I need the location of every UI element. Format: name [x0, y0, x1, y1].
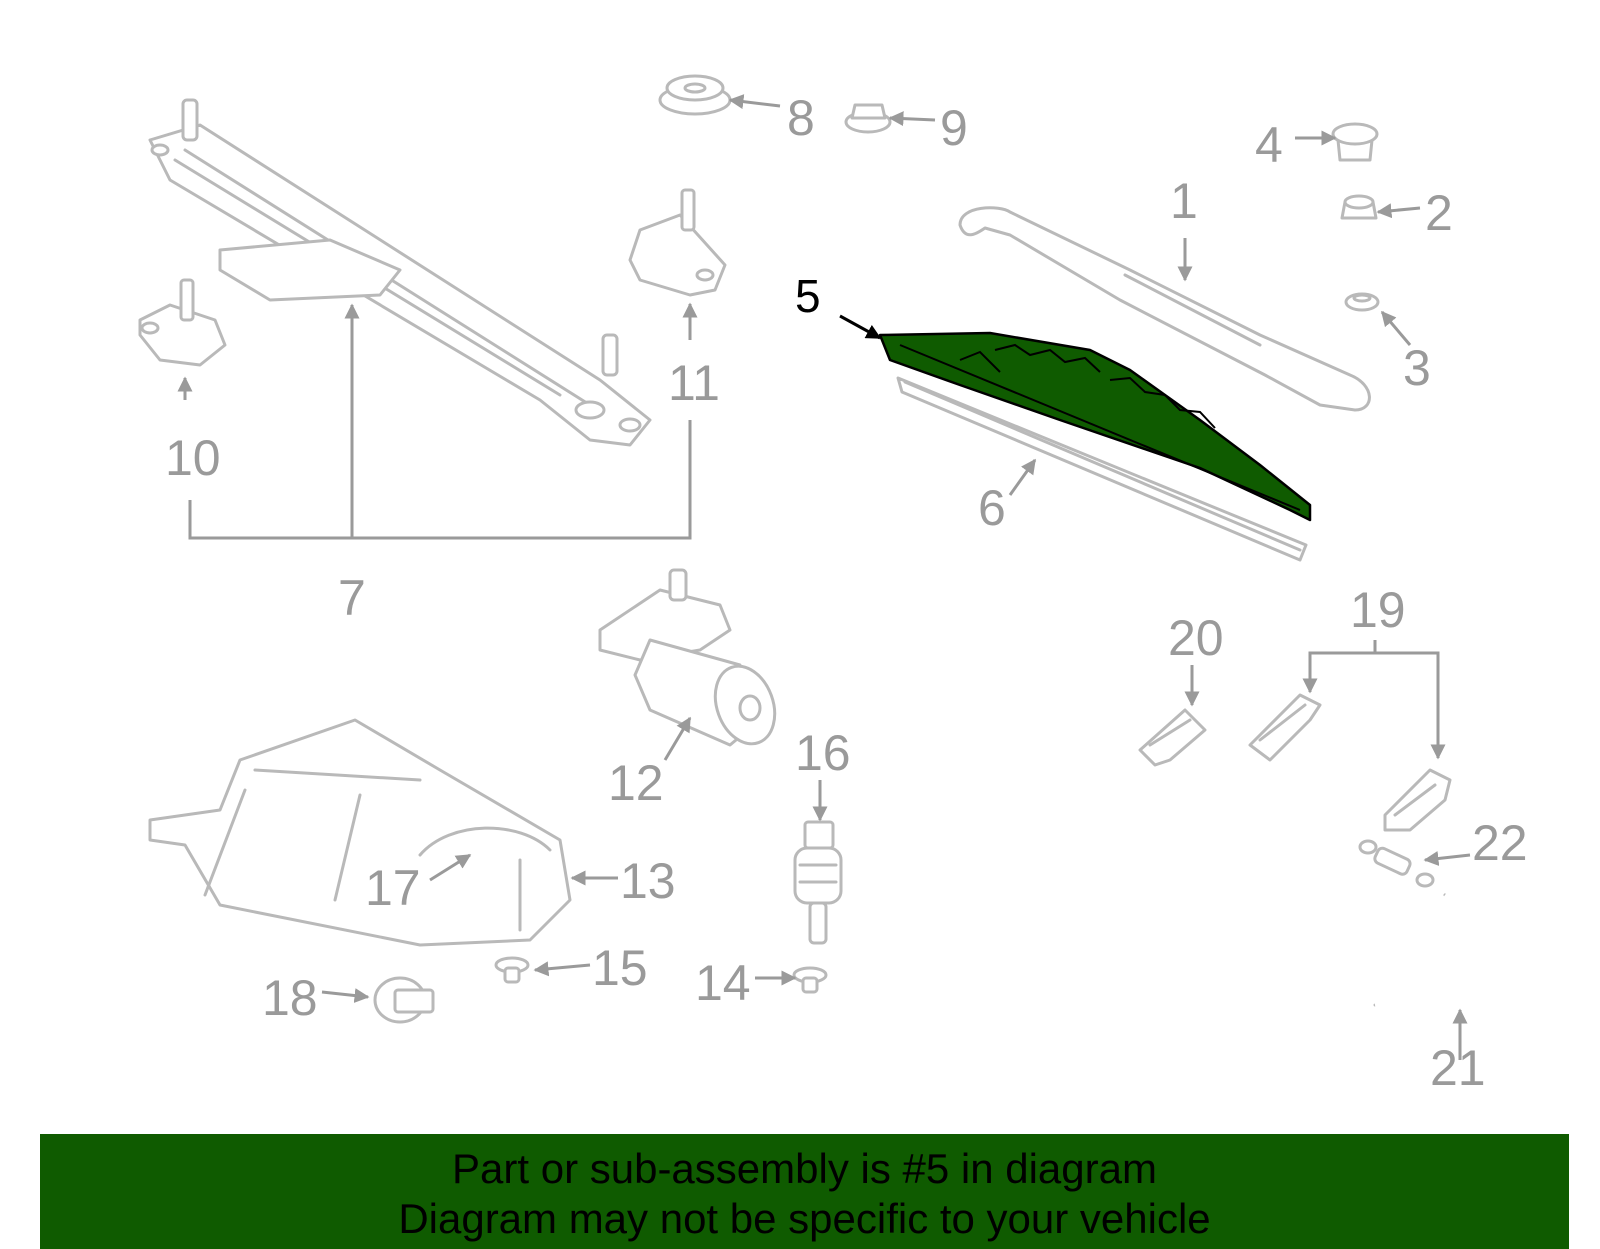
callout-9: 9 [940, 100, 968, 156]
callout-5: 5 [795, 270, 821, 322]
callout-16: 16 [795, 725, 851, 781]
callout-19: 19 [1350, 582, 1406, 638]
wiper-linkage-part-7[interactable] [148, 98, 652, 447]
callout-8: 8 [787, 90, 815, 146]
clip-part-20[interactable] [1138, 708, 1207, 767]
wiper-arm-part-1[interactable] [958, 206, 1371, 412]
callout-4: 4 [1255, 117, 1283, 173]
callout-13: 13 [620, 853, 676, 909]
washer-pump-part-16[interactable] [793, 820, 843, 945]
leader-lines [177, 94, 1471, 1060]
banner-line-2: Diagram may not be specific to your vehi… [398, 1195, 1211, 1242]
nut-part-2[interactable] [1340, 194, 1378, 220]
grommet-part-15[interactable] [494, 956, 530, 984]
callout-11: 11 [668, 355, 720, 411]
grommet-part-14[interactable] [792, 966, 828, 994]
pivot-part-11[interactable] [628, 188, 727, 297]
callout-18: 18 [262, 970, 318, 1026]
banner-line-1: Part or sub-assembly is #5 in diagram [452, 1145, 1157, 1192]
clip-part-19b[interactable] [1383, 768, 1452, 832]
hose-part-21[interactable] [1373, 893, 1514, 1007]
cap-part-4[interactable] [1331, 122, 1379, 162]
callout-12: 12 [608, 755, 664, 811]
wiper-blade-part-5-highlighted[interactable] [878, 331, 1312, 522]
callout-numbers: 1 2 3 4 5 6 7 8 9 10 11 12 13 14 15 16 1… [165, 90, 1528, 1096]
callout-14: 14 [695, 955, 751, 1011]
connector-part-18[interactable] [373, 976, 435, 1024]
pivot-part-10[interactable] [138, 278, 227, 367]
callout-22: 22 [1472, 815, 1528, 871]
callout-10: 10 [165, 430, 221, 486]
callout-2: 2 [1425, 185, 1453, 241]
callout-21: 21 [1430, 1040, 1486, 1096]
callout-7: 7 [338, 570, 366, 626]
callout-17: 17 [365, 860, 421, 916]
blade-refill-part-6[interactable] [896, 376, 1308, 562]
washer-reservoir-part-13[interactable] [148, 718, 572, 947]
callout-15: 15 [592, 940, 648, 996]
info-banner: Part or sub-assembly is #5 in diagram Di… [40, 1134, 1569, 1249]
nut-part-9[interactable] [844, 103, 892, 134]
callout-6: 6 [978, 480, 1006, 536]
connector-part-22[interactable] [1358, 839, 1435, 888]
callout-20: 20 [1168, 610, 1224, 666]
washer-part-3[interactable] [1344, 292, 1380, 312]
clip-part-19a[interactable] [1248, 693, 1322, 762]
wiper-motor-part-12[interactable] [598, 568, 785, 752]
grommet-part-8[interactable] [658, 74, 732, 116]
callout-3: 3 [1403, 340, 1431, 396]
callout-1: 1 [1170, 173, 1198, 229]
parts-diagram: 1 2 3 4 5 6 7 8 9 10 11 12 13 14 15 16 1… [138, 74, 1528, 1096]
